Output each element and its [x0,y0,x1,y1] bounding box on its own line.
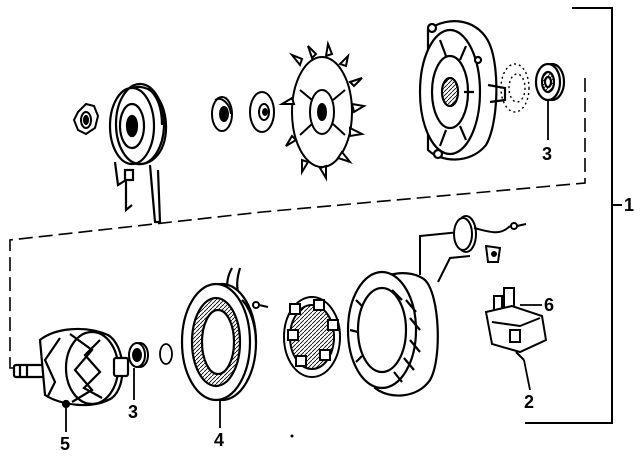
front-bearing [534,62,566,102]
callout-2: 2 [524,392,534,412]
leader-lines [65,100,549,432]
dashed-alignment-line [9,78,586,369]
rotor [12,327,130,409]
pulley [108,82,168,224]
spacer-ring [159,343,173,365]
callout-4: 4 [214,430,224,450]
rectifier-bridge [252,296,341,378]
pulley-nut [72,102,100,136]
spacer-washer [211,96,233,132]
stator [180,267,258,402]
callout-1: 1 [624,195,634,215]
callout-3-front-bearing: 3 [542,144,552,164]
rear-bearing [128,342,149,368]
brush-holder-regulator [484,287,548,361]
drive-end-frame [418,20,507,161]
callout-5: 5 [60,434,70,454]
suppression-capacitor [419,215,527,283]
callout-3-rear-bearing: 3 [128,402,138,422]
assembly-bracket [525,7,622,424]
callout-6: 6 [544,295,554,315]
retainer-plate [500,63,530,113]
slip-ring-end-frame [346,270,439,397]
cooling-fan [278,40,367,182]
lock-washer [249,91,275,133]
stray-dot [290,434,294,438]
